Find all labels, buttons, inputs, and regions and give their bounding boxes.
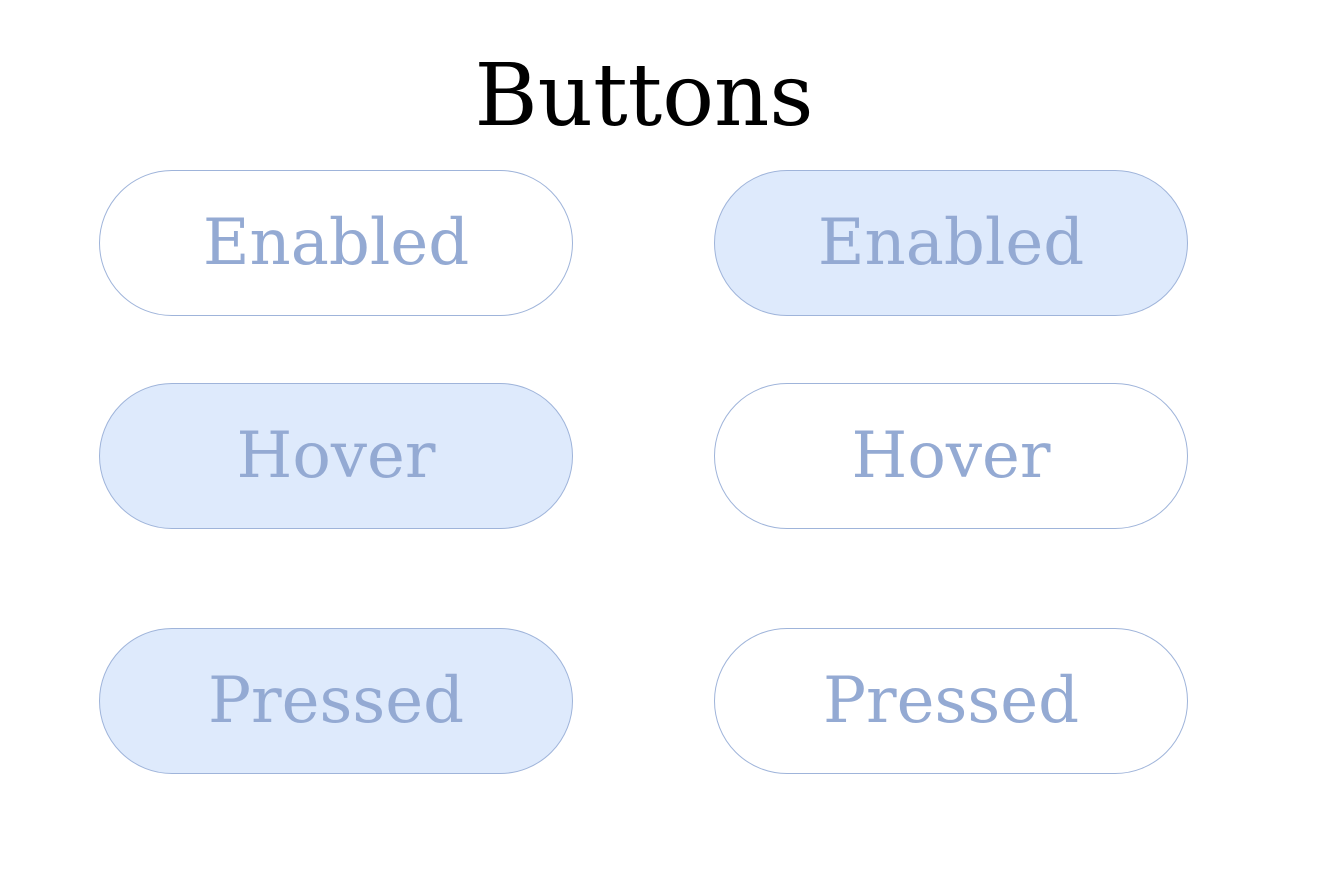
hover-button-label: Hover <box>851 419 1051 493</box>
hover-button-outline[interactable]: Hover <box>714 383 1188 529</box>
pressed-button-label: Pressed <box>207 664 465 738</box>
hover-button-label: Hover <box>236 419 436 493</box>
hover-button-filled[interactable]: Hover <box>99 383 573 529</box>
enabled-button-filled[interactable]: Enabled <box>714 170 1188 316</box>
page-title: Buttons <box>474 46 814 146</box>
enabled-button-label: Enabled <box>202 206 470 280</box>
enabled-button-label: Enabled <box>817 206 1085 280</box>
pressed-button-outline[interactable]: Pressed <box>714 628 1188 774</box>
enabled-button-outline[interactable]: Enabled <box>99 170 573 316</box>
pressed-button-filled[interactable]: Pressed <box>99 628 573 774</box>
pressed-button-label: Pressed <box>822 664 1080 738</box>
